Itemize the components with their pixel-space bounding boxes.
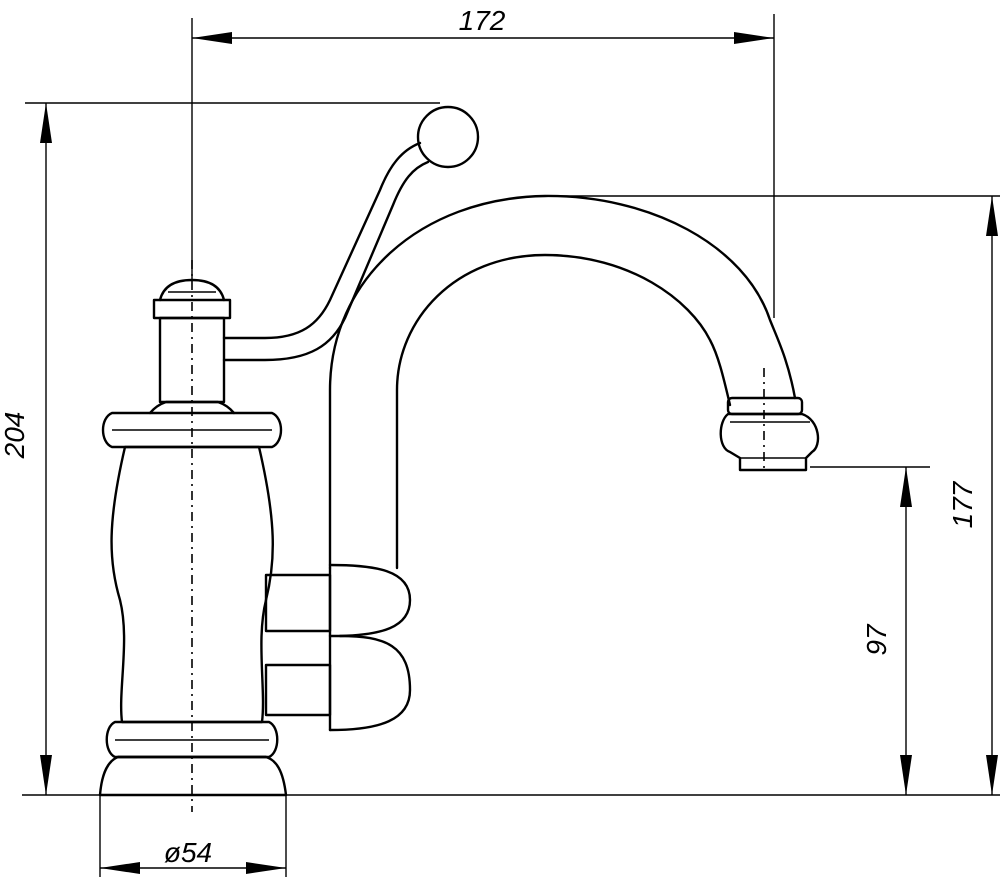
aerator	[719, 412, 820, 472]
center-lines	[191, 260, 765, 812]
dim-label-54: ø54	[164, 837, 212, 868]
dimension-base-diameter: ø54	[100, 837, 286, 874]
lower-ring	[105, 720, 279, 759]
dimension-outlet-height: 97	[861, 467, 912, 795]
faucet-body	[110, 445, 274, 724]
dim-label-97: 97	[861, 623, 892, 656]
spout	[328, 194, 797, 570]
connector-upper	[264, 573, 332, 633]
aerator-ring	[726, 396, 804, 416]
dimension-spout-top-height: 177	[947, 196, 998, 795]
dim-label-177: 177	[947, 480, 978, 528]
dim-label-172: 172	[459, 5, 506, 36]
lever-handle	[222, 141, 422, 340]
lever-knob	[416, 105, 480, 169]
dim-label-204: 204	[0, 412, 30, 460]
dimension-spout-reach: 172	[192, 5, 774, 44]
dimension-total-height: 204	[0, 103, 52, 795]
connector-lower	[264, 663, 332, 717]
base-plinth	[98, 755, 288, 797]
faucet-outline	[98, 105, 820, 797]
upper-collar	[101, 411, 283, 449]
extension-lines	[22, 14, 1000, 877]
